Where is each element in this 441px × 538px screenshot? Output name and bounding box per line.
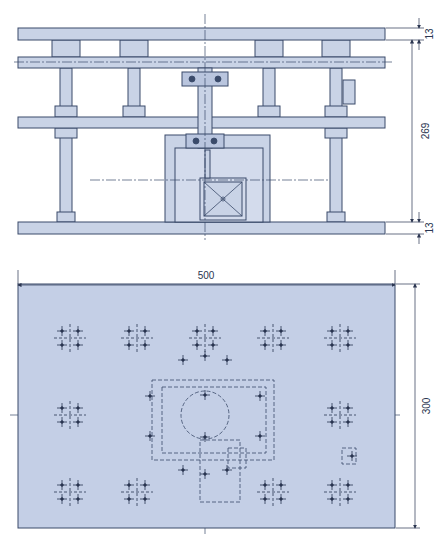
dimension-label: 269	[420, 122, 432, 141]
dimension-label: 13	[424, 221, 436, 234]
dimension-label: 300	[421, 397, 433, 416]
plate-top-view	[18, 284, 395, 528]
dimension-label: 13	[424, 27, 436, 40]
dimension-label: 500	[197, 270, 216, 282]
